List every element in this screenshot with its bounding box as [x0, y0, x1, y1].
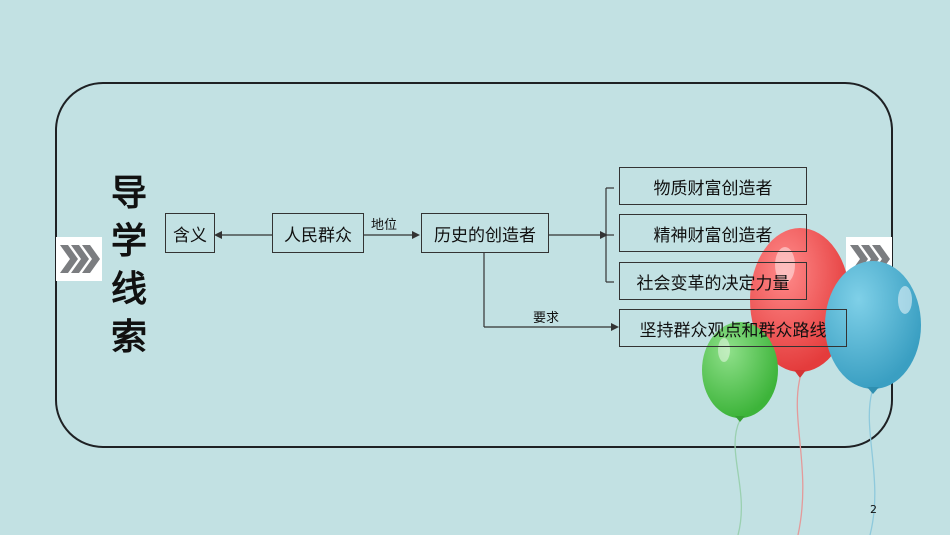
guide-title: 导 学 线 索 [104, 170, 154, 362]
node-hanyi: 含义 [165, 213, 215, 253]
node-jianchi-qunzhong: 坚持群众观点和群众路线 [619, 309, 847, 347]
chevron-right-icon [56, 237, 102, 281]
node-renmin-qunzhong: 人民群众 [272, 213, 364, 253]
red-balloon [750, 228, 850, 372]
node-shehui-biange: 社会变革的决定力量 [619, 262, 807, 300]
node-lishi-chuangzaozhe: 历史的创造者 [421, 213, 549, 253]
title-char: 索 [110, 317, 147, 358]
edge-label-yaoqiu: 要求 [533, 311, 560, 326]
node-wuzhi-caifu: 物质财富创造者 [619, 167, 807, 205]
edge-label-diwei: 地位 [371, 218, 398, 233]
page-number: 2 [870, 503, 877, 516]
node-jingshen-caifu: 精神财富创造者 [619, 214, 807, 252]
blue-balloon [825, 261, 921, 389]
title-char: 学 [110, 221, 147, 262]
title-char: 线 [110, 269, 147, 310]
title-char: 导 [110, 173, 147, 214]
